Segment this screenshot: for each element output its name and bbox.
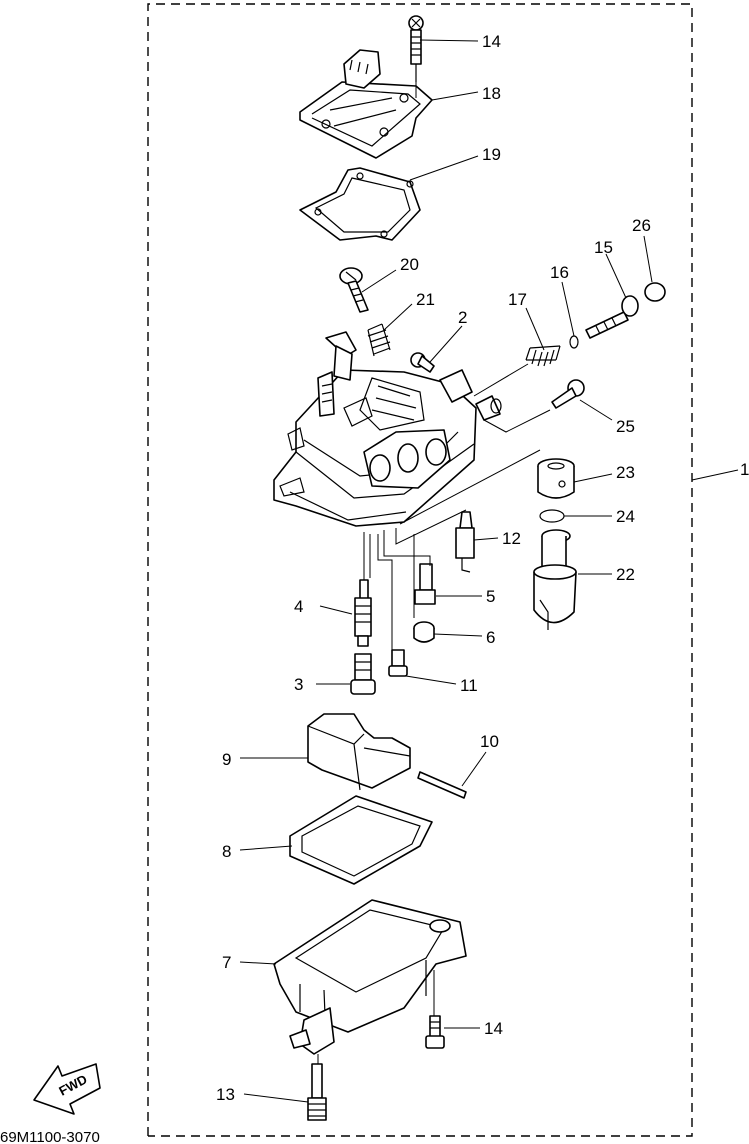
part-jet-holder-3 <box>350 653 376 695</box>
part-screw-2 <box>410 352 435 373</box>
callout-7: 7 <box>222 953 231 972</box>
assembly-linkage-lines <box>317 82 551 1064</box>
callout-18: 18 <box>482 84 501 103</box>
callout-21: 21 <box>416 290 435 309</box>
part-bowl-screw-14 <box>425 1015 445 1049</box>
callout-15: 15 <box>594 238 613 257</box>
part-holder-23 <box>537 458 575 499</box>
part-float-bowl-7 <box>273 899 467 1055</box>
part-o-ring-16 <box>569 335 579 349</box>
part-o-ring-24 <box>539 509 565 523</box>
part-plug-6 <box>413 621 435 643</box>
part-top-screw <box>408 15 424 82</box>
callout-10: 10 <box>480 732 499 751</box>
callout-14-bottom: 14 <box>484 1019 503 1038</box>
callout-2: 2 <box>458 308 467 327</box>
callout-14-top: 14 <box>482 32 501 51</box>
callout-17: 17 <box>508 290 527 309</box>
callout-13: 13 <box>216 1085 235 1104</box>
fwd-direction-arrow: FWD <box>33 1063 101 1115</box>
part-plunger-22 <box>533 529 577 630</box>
callout-12: 12 <box>502 529 521 548</box>
callout-1: 1 <box>740 460 749 479</box>
part-cap-26 <box>644 282 666 302</box>
part-nozzle-4 <box>354 579 372 647</box>
part-drain-screw-13 <box>307 1063 327 1121</box>
callout-8: 8 <box>222 842 231 861</box>
part-cover <box>299 49 433 159</box>
callout-6: 6 <box>486 628 495 647</box>
callout-23: 23 <box>616 463 635 482</box>
callout-20: 20 <box>400 255 419 274</box>
callout-leaders <box>239 39 653 1103</box>
callout-4: 4 <box>294 597 303 616</box>
callout-22: 22 <box>616 565 635 584</box>
leader-line <box>691 469 739 481</box>
part-bowl-gasket-8 <box>289 795 433 885</box>
callout-11: 11 <box>460 676 478 695</box>
callout-16: 16 <box>550 263 569 282</box>
part-float-9 <box>307 713 411 791</box>
callout-24: 24 <box>616 507 635 526</box>
callout-19: 19 <box>482 145 501 164</box>
callout-25: 25 <box>616 417 635 436</box>
part-spring-17 <box>525 345 561 367</box>
part-carburetor-body <box>273 331 502 527</box>
part-needle-valve-12 <box>455 511 475 573</box>
callout-9: 9 <box>222 750 231 769</box>
part-spring <box>367 323 391 357</box>
part-screw-25 <box>551 379 585 409</box>
drawing-code: 69M1100-3070 <box>0 1129 100 1144</box>
callout-3: 3 <box>294 675 303 694</box>
callout-5: 5 <box>486 587 495 606</box>
part-gasket <box>299 167 421 241</box>
part-jet-11 <box>388 649 408 677</box>
assembly-boundary <box>147 3 693 1137</box>
callout-26: 26 <box>632 216 651 235</box>
part-float-pin-10 <box>417 771 467 799</box>
part-pilot-screw <box>339 267 369 313</box>
part-jet-5 <box>414 563 436 605</box>
callout-labels: 14 18 19 20 21 2 17 16 15 26 25 1 23 24 … <box>216 32 749 1104</box>
part-needle-15 <box>585 295 639 339</box>
